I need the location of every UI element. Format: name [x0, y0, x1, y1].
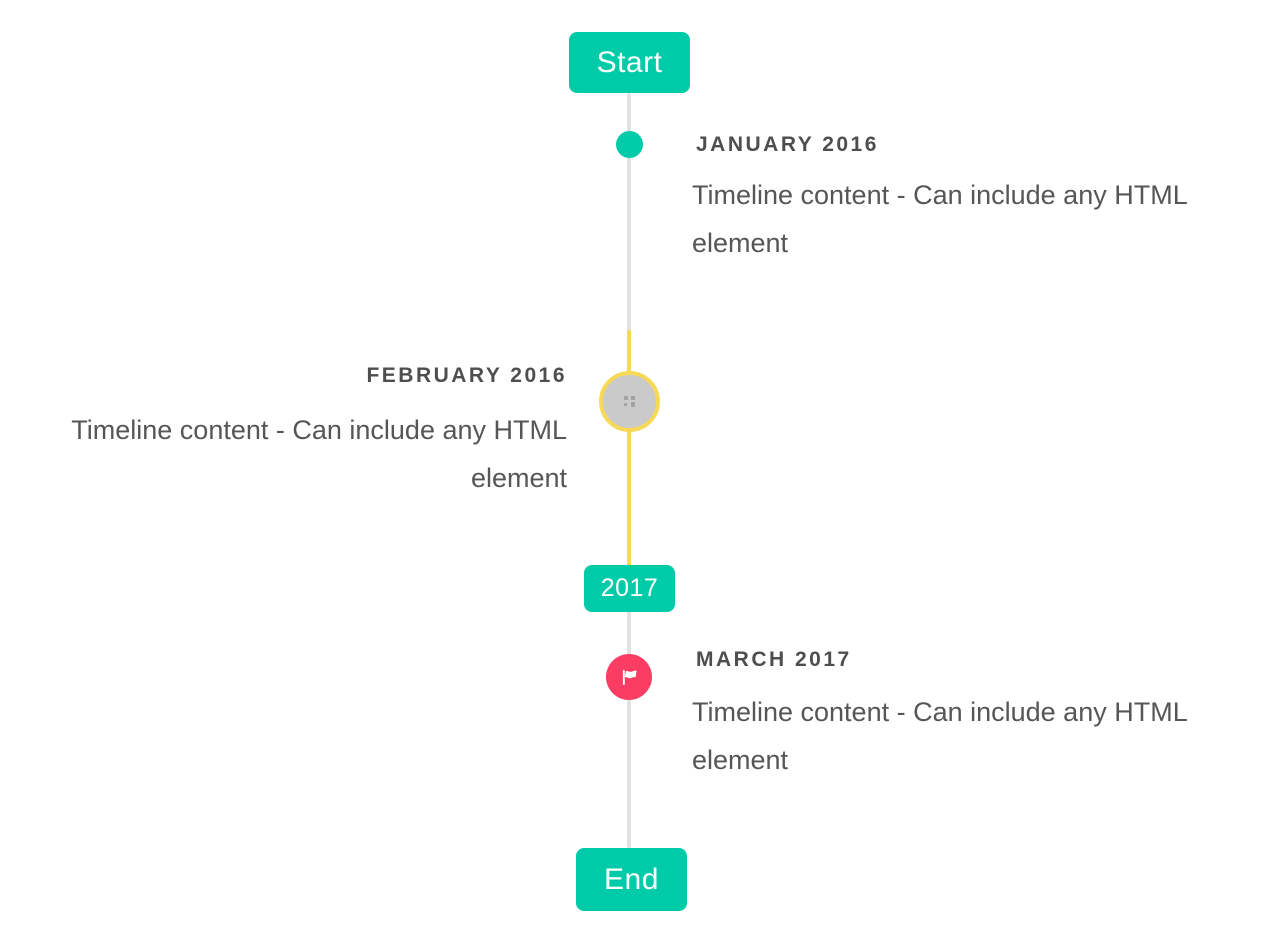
timeline-end-badge[interactable]: End: [576, 848, 687, 911]
timeline-start-badge[interactable]: Start: [569, 32, 690, 93]
entry-title-january: JANUARY 2016: [696, 133, 879, 156]
flag-icon: [618, 666, 641, 689]
entry-content-january: Timeline content - Can include any HTML …: [692, 180, 1187, 258]
broken-image-icon: [623, 395, 637, 408]
timeline-line-highlight: [627, 330, 631, 566]
entry-title-march: MARCH 2017: [696, 648, 852, 671]
timeline-2017-badge[interactable]: 2017: [584, 565, 675, 612]
marker-flag-march[interactable]: [606, 654, 652, 700]
entry-title-february: FEBRUARY 2016: [366, 364, 567, 387]
entry-content-february: Timeline content - Can include any HTML …: [71, 415, 567, 493]
entry-content-march: Timeline content - Can include any HTML …: [692, 697, 1187, 775]
marker-dot-january[interactable]: [616, 131, 643, 158]
marker-image-february[interactable]: [599, 371, 660, 432]
